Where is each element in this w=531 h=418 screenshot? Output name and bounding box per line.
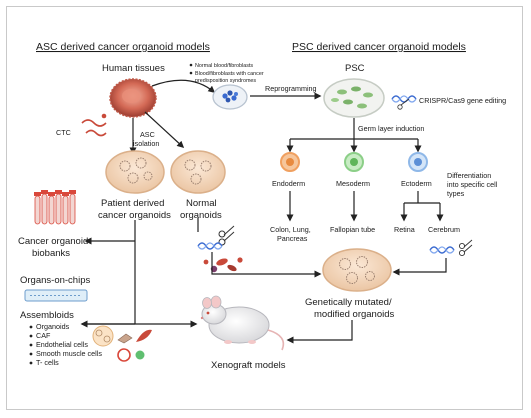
endo-targets-label-2: Pancreas [277,234,308,243]
source-note-2: Blood/fibroblasts with cancer [195,71,264,77]
cerebrum-label: Cerebrum [428,225,460,234]
patient-derived-label-2: cancer organoids [98,210,171,221]
biobanks-label-2: biobanks [32,248,70,259]
ctc-cells-icon [81,113,107,137]
differentiation-label-1: Differentiation [447,171,491,180]
scissors-icon [218,225,235,246]
normal-organoids-label-1: Normal [186,198,217,209]
assembloid-item-endothelial: Endothelial cells [36,340,88,349]
ectoderm-cell-icon [408,152,428,172]
differentiation-label-3: types [447,189,465,198]
mesoderm-label: Mesoderm [336,179,370,188]
source-note-3: predisposition syndromes [195,78,256,84]
asc-isolation-label-2: isolation [133,139,159,148]
ectoderm-label: Ectoderm [401,179,432,188]
assembloid-list: Organoids CAF Endothelial cells Smooth m… [29,322,102,367]
arrow-normal-to-genetic [211,252,322,278]
assembloid-item-caf: CAF [36,331,51,340]
microbe-icon [203,257,243,273]
organs-on-chips-label: Organs-on-chips [20,275,90,286]
figure-frame [6,6,523,410]
assembloids-label: Assembloids [20,310,74,321]
normal-organoid-dish-icon [170,150,226,194]
assembloid-item-organoids: Organoids [36,322,70,331]
mouse-icon [200,295,285,351]
endoderm-cell-icon [280,152,300,172]
crispr-dna-icon [391,95,417,110]
source-note-1: Normal blood/fibroblasts [195,63,253,69]
assembloid-item-t-cells: T- cells [36,358,59,367]
crispr-label: CRISPR/Cas9 gene editing [419,96,506,105]
arrow-cerebrum-to-genetic [392,258,447,276]
assembloid-item-smooth-muscle: Smooth muscle cells [36,349,102,358]
psc-label: PSC [345,63,365,74]
asc-isolation-label-1: ASC [140,130,155,139]
left-title: ASC derived cancer organoid models [36,41,210,53]
genetic-organoid-dish-icon [322,248,392,292]
biobank-tubes-icon [34,190,76,225]
human-tissues-label: Human tissues [102,63,165,74]
organ-chip-icon [24,289,88,302]
mesoderm-cell-icon [344,152,364,172]
arrow-genetic-to-xenograft [286,320,353,344]
arrow-tissue-to-cells [151,79,216,93]
assembloid-cells-icon [92,325,152,362]
right-title: PSC derived cancer organoid models [292,41,466,53]
gene-edit-icon [429,239,473,257]
arrow-tissue-to-normal [144,111,185,149]
human-tissue-icon [109,78,157,118]
genetic-label-1: Genetically mutated/ [305,297,392,308]
patient-organoid-dish-icon [105,150,165,194]
biobanks-label-1: Cancer organoid [18,236,88,247]
endoderm-label: Endoderm [272,179,305,188]
fallopian-label: Fallopian tube [330,225,375,234]
differentiation-label-2: into specific cell [447,180,498,189]
retina-label: Retina [394,225,415,234]
germ-layer-label: Germ layer induction [358,124,424,133]
genetic-label-2: modified organoids [314,309,395,320]
normal-organoids-label-2: organoids [180,210,222,221]
source-notes: Normal blood/fibroblasts Blood/fibroblas… [189,63,264,84]
psc-dish-icon [323,78,385,118]
reprogramming-label: Reprogramming [265,84,317,93]
endo-targets-label-1: Colon, Lung, [270,225,311,234]
ctc-label: CTC [56,128,71,137]
xenograft-label: Xenograft models [211,360,286,371]
dna-icon [197,242,223,250]
patient-derived-label-1: Patient derived [101,198,164,209]
blood-cells-dish-icon [212,84,248,110]
